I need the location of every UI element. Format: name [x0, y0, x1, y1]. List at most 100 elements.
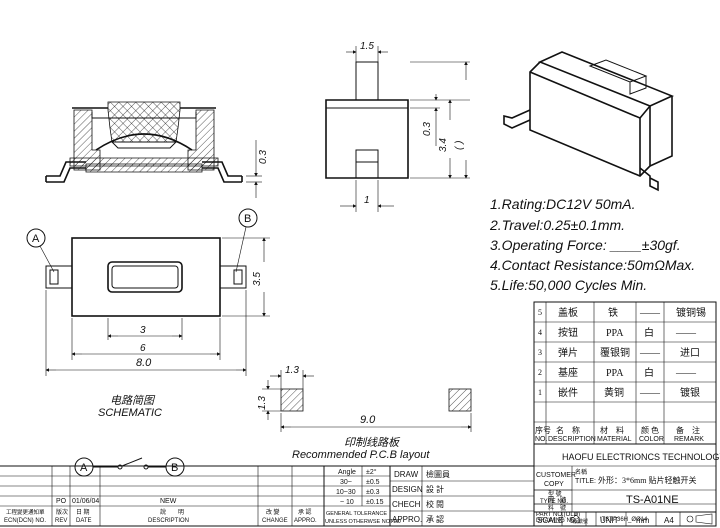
- top-view: A B 3.5 3 6 8.0: [26, 208, 270, 376]
- pcb-title-cn: 印制线路板: [344, 436, 401, 449]
- rev-date: 01/06/04: [72, 498, 99, 505]
- rev-col5-en: CHANGE: [262, 518, 288, 524]
- marker-a: A: [32, 233, 40, 245]
- schematic-a: A: [80, 462, 88, 474]
- spec-3: 3.Operating Force: ____±30gf.: [490, 237, 681, 253]
- tol-label-1: GENERAL TOLERANCE: [326, 511, 387, 517]
- tol-r3-val: ±0.15: [366, 499, 384, 506]
- bom-r3-desc: 弹片: [558, 346, 578, 359]
- bom-r5-desc: 嵌件: [558, 387, 578, 399]
- bom-r1-remark: 镀铜锡: [676, 306, 706, 319]
- bom-r4-color: 白: [644, 366, 654, 379]
- design-cn: 設 計: [426, 484, 444, 494]
- dim-right-0-3: 0.3: [422, 122, 433, 136]
- type-label: TYPE NO.: [540, 499, 568, 505]
- drawing-value: \TSTP36H_ØØ14: [600, 517, 648, 523]
- check-cn: 校 閱: [426, 499, 444, 509]
- type-cn: 型 號: [548, 490, 562, 498]
- tol-r2: 10~30: [336, 489, 356, 496]
- bom-r5-remark: 镀银: [680, 386, 700, 399]
- dim-bottom-1: 1: [364, 195, 370, 206]
- bom-r5-mat: 黄铜: [604, 386, 624, 399]
- scale-label: SCALE: [537, 516, 563, 525]
- design-label: DESIGN: [392, 485, 423, 494]
- pcb-layout: 1.3 1.3 9.0 印制线路板 Recommended P.C.B layo…: [257, 365, 472, 461]
- bom-h-desc-cn: 名 称: [556, 425, 580, 435]
- bom-r2-desc: 按钮: [558, 326, 578, 339]
- schematic: 电路简图 SCHEMATIC A B: [74, 394, 185, 477]
- tol-angle-val: ±2°: [366, 468, 377, 476]
- rev-col2-cn: 版次: [56, 508, 68, 516]
- drawing-cn: 圖 號: [548, 496, 566, 504]
- rev-col6-cn: 承 認: [298, 508, 312, 516]
- bom-r5-no: 1: [538, 388, 542, 397]
- tol-angle: Angle: [338, 469, 356, 476]
- rev-col1-cn: 工程變更通知單: [6, 508, 45, 516]
- drawing-a: A: [574, 513, 578, 519]
- draw-label: DRAW: [394, 470, 419, 479]
- customer-copy-1: CUSTOMER: [536, 472, 576, 479]
- dim-right-3-4: 3.4: [438, 138, 449, 152]
- marker-a-circle: [26, 228, 46, 248]
- dim-side-0-3: 0.3: [258, 150, 269, 164]
- title-block: HAOFU ELECTRIONCS TECHNOLOGY CO.,LTD CUS…: [389, 443, 720, 527]
- spec-1: 1.Rating:DC12V 50mA.: [490, 196, 636, 212]
- title-value: 外形：3*6mm 贴片轻触开关: [598, 475, 696, 485]
- projection-symbol-icon: [686, 513, 713, 525]
- spec-4: 4.Contact Resistance:50mΩMax.: [490, 257, 695, 273]
- bom-r3-color: ——: [639, 348, 661, 359]
- bom-r1-color: ——: [639, 308, 661, 319]
- bom-r4-desc: 基座: [558, 366, 578, 379]
- bom-r5-color: ——: [639, 388, 661, 399]
- unit-label: UNIT: [600, 516, 619, 525]
- dim-3-5: 3.5: [252, 272, 263, 286]
- bom-r2-color: 白: [644, 326, 654, 339]
- bom-r4-mat: PPA: [606, 368, 624, 379]
- spec-5: 5.Life:50,000 Cycles Min.: [490, 277, 647, 293]
- tolerance-table: Angle ±2° 30~ ±0.5 10~30 ±0.3 ~ 10 ±0.15…: [323, 465, 401, 527]
- bom-r2-remark: ——: [675, 328, 697, 339]
- rev-col2-en: REV: [55, 518, 67, 524]
- title-label: TITLE:: [575, 478, 596, 485]
- bom-r2-no: 4: [538, 328, 542, 337]
- bom-h-color-en: COLOR: [639, 436, 664, 443]
- bom-h-no-cn: 序号: [535, 425, 551, 435]
- pcb-title-en: Recommended P.C.B layout: [292, 449, 430, 461]
- company-name: HAOFU ELECTRIONCS TECHNOLOGY CO.,LTD: [562, 452, 720, 462]
- check-label: CHECH: [392, 500, 421, 509]
- scale-value: 5:1: [570, 516, 582, 525]
- bom-h-remark-cn: 备 注: [676, 425, 700, 435]
- pcb-dim-1-3-top: 1.3: [285, 365, 299, 376]
- bom-r3-remark: 进口: [680, 347, 700, 359]
- rev-desc: NEW: [160, 498, 177, 505]
- sheet-size: A4: [664, 516, 674, 525]
- bom-r1-no: 5: [538, 308, 542, 317]
- part-label: PART NO.(OLD): [536, 512, 580, 518]
- drawing-label: DRAWING NO.: [536, 518, 577, 524]
- front-view: 1.5 0.3 3.4 ( ) 1: [325, 41, 470, 212]
- dim-3: 3: [140, 325, 146, 336]
- dim-top-1-5: 1.5: [360, 41, 374, 52]
- spec-2: 2.Travel:0.25±0.1mm.: [489, 217, 625, 233]
- bom-h-color-cn: 颜 色: [641, 425, 659, 435]
- schematic-b: B: [171, 462, 178, 474]
- bom-h-no-en: NO.: [535, 436, 548, 443]
- tol-r1: 30~: [340, 479, 352, 486]
- dim-right-paren: ( ): [454, 141, 465, 150]
- marker-b-circle: [238, 208, 258, 228]
- schematic-title-cn: 电路简图: [110, 394, 156, 407]
- rev-col6-en: APPRO.: [294, 518, 317, 524]
- bom-r2-mat: PPA: [606, 328, 624, 339]
- appro-label: APPRO.: [392, 515, 422, 524]
- type-value: TS-A01NE: [626, 494, 679, 506]
- rev-col3-en: DATE: [76, 518, 92, 524]
- marker-b: B: [244, 213, 251, 225]
- schematic-title-en: SCHEMATIC: [98, 407, 162, 419]
- bom-table: 5 盖板 铁 —— 镀铜锡 4 按钮 PPA 白 —— 3 弹片 覆银铜 —— …: [533, 301, 717, 445]
- bom-h-mat-cn: 材 料: [600, 425, 624, 435]
- appro-cn: 承 認: [426, 514, 444, 524]
- spec-list: 1.Rating:DC12V 50mA. 2.Travel:0.25±0.1mm…: [489, 196, 695, 293]
- bom-r4-remark: ——: [675, 368, 697, 379]
- bom-r1-mat: 铁: [608, 306, 618, 319]
